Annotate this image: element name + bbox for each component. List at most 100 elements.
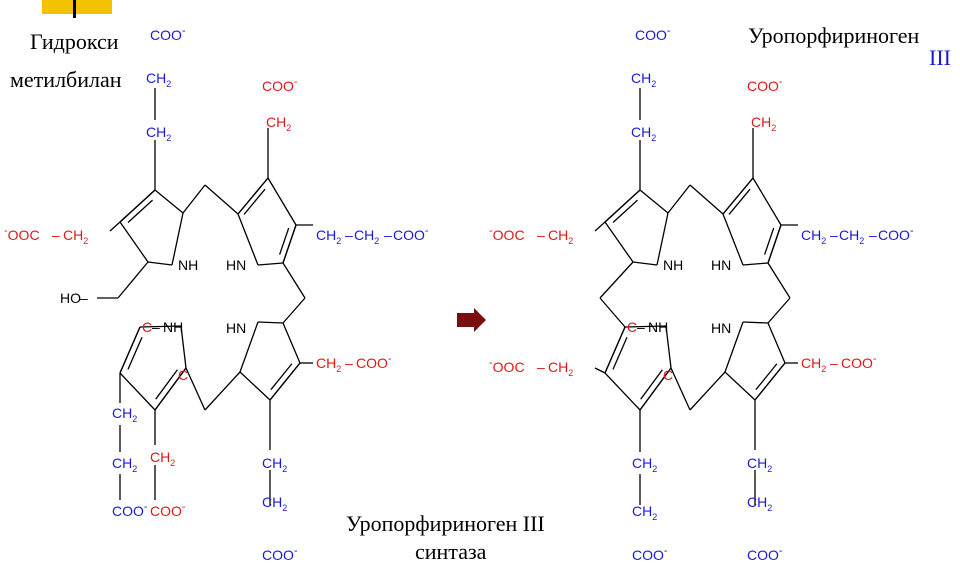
ring-bond-line xyxy=(604,221,634,263)
double-bond-inner-line xyxy=(612,336,628,370)
ring-bond-line xyxy=(752,177,782,226)
bond-line xyxy=(594,221,606,232)
bond-line xyxy=(670,367,691,411)
double-bond-line xyxy=(119,326,141,374)
ring-bond-line xyxy=(267,177,297,226)
ring-bond-line xyxy=(237,213,259,266)
carbon-label: C xyxy=(178,367,188,383)
bond-line xyxy=(117,261,149,299)
ch2-label: CH2 xyxy=(146,124,171,143)
bond-line xyxy=(282,262,306,299)
bond-line xyxy=(594,367,606,374)
ch2-label: CH2 xyxy=(266,114,291,133)
reaction-arrow-icon xyxy=(457,308,486,332)
bond-dash-label: – xyxy=(830,227,838,243)
bond-line xyxy=(667,184,691,214)
carboxylate-label: COO- xyxy=(150,501,186,519)
double-bond-inner-line xyxy=(728,188,751,215)
double-bond-inner-line xyxy=(763,227,775,255)
bond-line xyxy=(109,221,121,232)
ch2-label: CH2 xyxy=(631,124,656,143)
bond-line xyxy=(204,371,241,411)
hydroxymethylbilane-label-line1: Гидрокси xyxy=(30,29,119,54)
ring-bond-line xyxy=(639,189,669,214)
ring-bond-line xyxy=(604,372,641,411)
double-bond-inner-line xyxy=(270,363,293,391)
uroporphyrinogen-numeral: III xyxy=(929,45,951,70)
double-bond-line xyxy=(604,326,626,374)
hn-label: HN xyxy=(226,320,246,336)
ring-bond-line xyxy=(656,212,669,266)
double-bond-inner-line xyxy=(127,336,143,370)
ch2-label: CH2 xyxy=(548,227,573,246)
bond-dash-label: – xyxy=(869,227,877,243)
bond-line xyxy=(599,297,626,328)
ring-bond-line xyxy=(742,321,769,324)
ch2-label: CH2 xyxy=(112,405,137,424)
decorations xyxy=(42,0,486,332)
ch2-label: CH2 xyxy=(632,503,657,522)
nh-label: NH xyxy=(648,319,668,335)
ring-bond-line xyxy=(147,261,173,266)
ch2-label: CH2 xyxy=(548,359,573,378)
carboxylate-label: COO- xyxy=(878,225,914,243)
ch2-label: CH2 xyxy=(316,355,341,374)
ring-bond-line xyxy=(171,212,184,266)
bond-dash-label: – xyxy=(537,227,545,243)
ch2-label: CH2 xyxy=(262,455,287,474)
double-bond-line xyxy=(604,189,641,223)
carbon-label: C xyxy=(627,319,637,335)
carboxylate-label: COO- xyxy=(393,225,429,243)
ring-bond-line xyxy=(257,262,284,266)
ch2-label: CH2 xyxy=(63,227,88,246)
double-bond-inner-line xyxy=(155,369,178,400)
carboxylate-label: -OOC xyxy=(489,357,525,375)
nh-label: NH xyxy=(663,257,683,273)
ring-bond-line xyxy=(722,213,744,266)
ring-bond-line xyxy=(119,221,149,263)
ring-bond-line xyxy=(239,371,271,401)
enzyme-label-line1: Уропорфириноген III xyxy=(346,511,545,536)
hn-label: HN xyxy=(711,320,731,336)
carboxylate-label: -OOC xyxy=(4,225,40,243)
slide-accent-bar xyxy=(42,0,112,14)
atom-labels: COO-CH2CH2-OOC–CH2NHHO–COO-CH2HNCH2–CH2–… xyxy=(4,25,914,563)
bond-lines xyxy=(97,88,798,505)
slide-accent-stem xyxy=(73,0,76,18)
carboxylate-label: COO- xyxy=(150,25,186,43)
ring-bond-line xyxy=(257,321,284,324)
bond-line xyxy=(689,371,726,411)
uroporphyrinogen-title: Уропорфириноген xyxy=(748,23,920,48)
double-bond-inner-line xyxy=(278,227,290,255)
ring-bond-line xyxy=(154,189,184,214)
double-bond-inner-line xyxy=(127,199,153,224)
hydroxyl-label: HO xyxy=(60,290,81,306)
carboxylate-label: COO- xyxy=(112,501,148,519)
bond-dash-label: – xyxy=(345,227,353,243)
bond-dash-label: – xyxy=(537,359,545,375)
double-bond-inner-line xyxy=(612,199,638,224)
ring-bond-line xyxy=(239,321,259,373)
ch2-label: CH2 xyxy=(747,455,772,474)
ch2-label: CH2 xyxy=(150,449,175,468)
bond-line xyxy=(185,367,206,411)
ch2-label: CH2 xyxy=(801,355,826,374)
ring-bond-line xyxy=(119,372,156,411)
ch2-label: CH2 xyxy=(751,114,776,133)
bond-line xyxy=(182,184,206,214)
hn-label: HN xyxy=(226,257,246,273)
ring-bond-line xyxy=(624,325,667,328)
double-bond-line xyxy=(237,177,269,215)
ring-bond-line xyxy=(724,371,756,401)
carboxylate-label: COO- xyxy=(262,76,298,94)
bond-line xyxy=(282,297,306,324)
bond-dash-label: – xyxy=(384,227,392,243)
ring-bond-line xyxy=(767,322,786,364)
bond-line xyxy=(204,184,239,215)
double-bond-line xyxy=(154,367,187,411)
hn-label: HN xyxy=(711,257,731,273)
carbon-label: C xyxy=(142,319,152,335)
ch2-label: CH2 xyxy=(316,227,341,246)
ring-bond-line xyxy=(742,262,769,266)
